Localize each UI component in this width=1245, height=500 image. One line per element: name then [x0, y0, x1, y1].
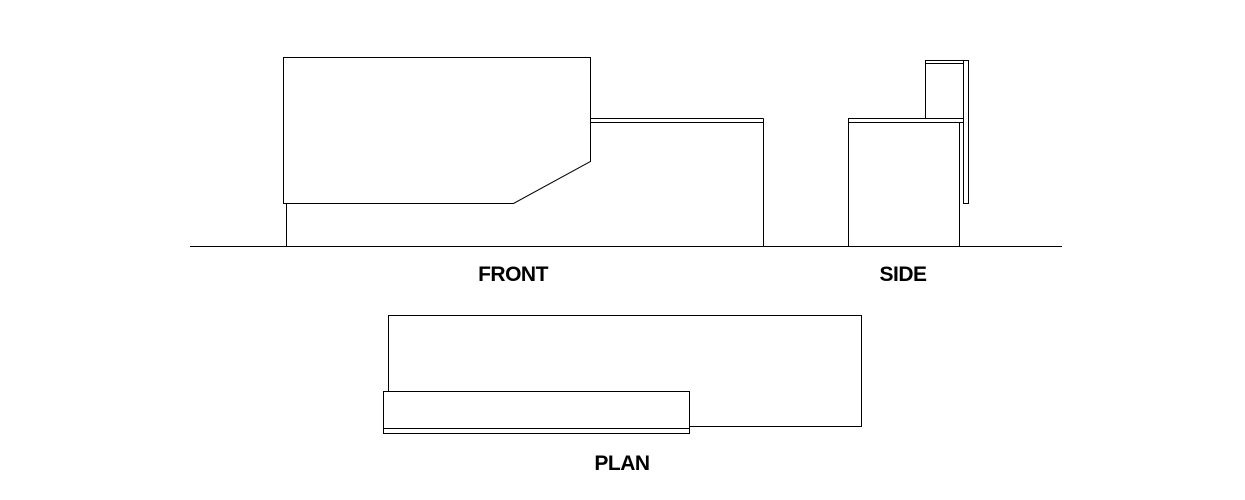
side-view: SIDE — [848, 60, 969, 286]
plan-view: PLAN — [383, 315, 862, 475]
front-view: FRONT — [283, 57, 764, 286]
side-view-label: SIDE — [879, 263, 927, 286]
plan-large-block — [388, 315, 862, 427]
front-upper-block — [283, 57, 591, 204]
side-upper-block — [925, 60, 964, 119]
side-lower-block — [848, 118, 964, 247]
plan-overhang-block — [383, 391, 690, 434]
side-panel — [963, 60, 969, 204]
plan-view-label: PLAN — [594, 452, 649, 475]
front-view-label: FRONT — [478, 263, 548, 286]
